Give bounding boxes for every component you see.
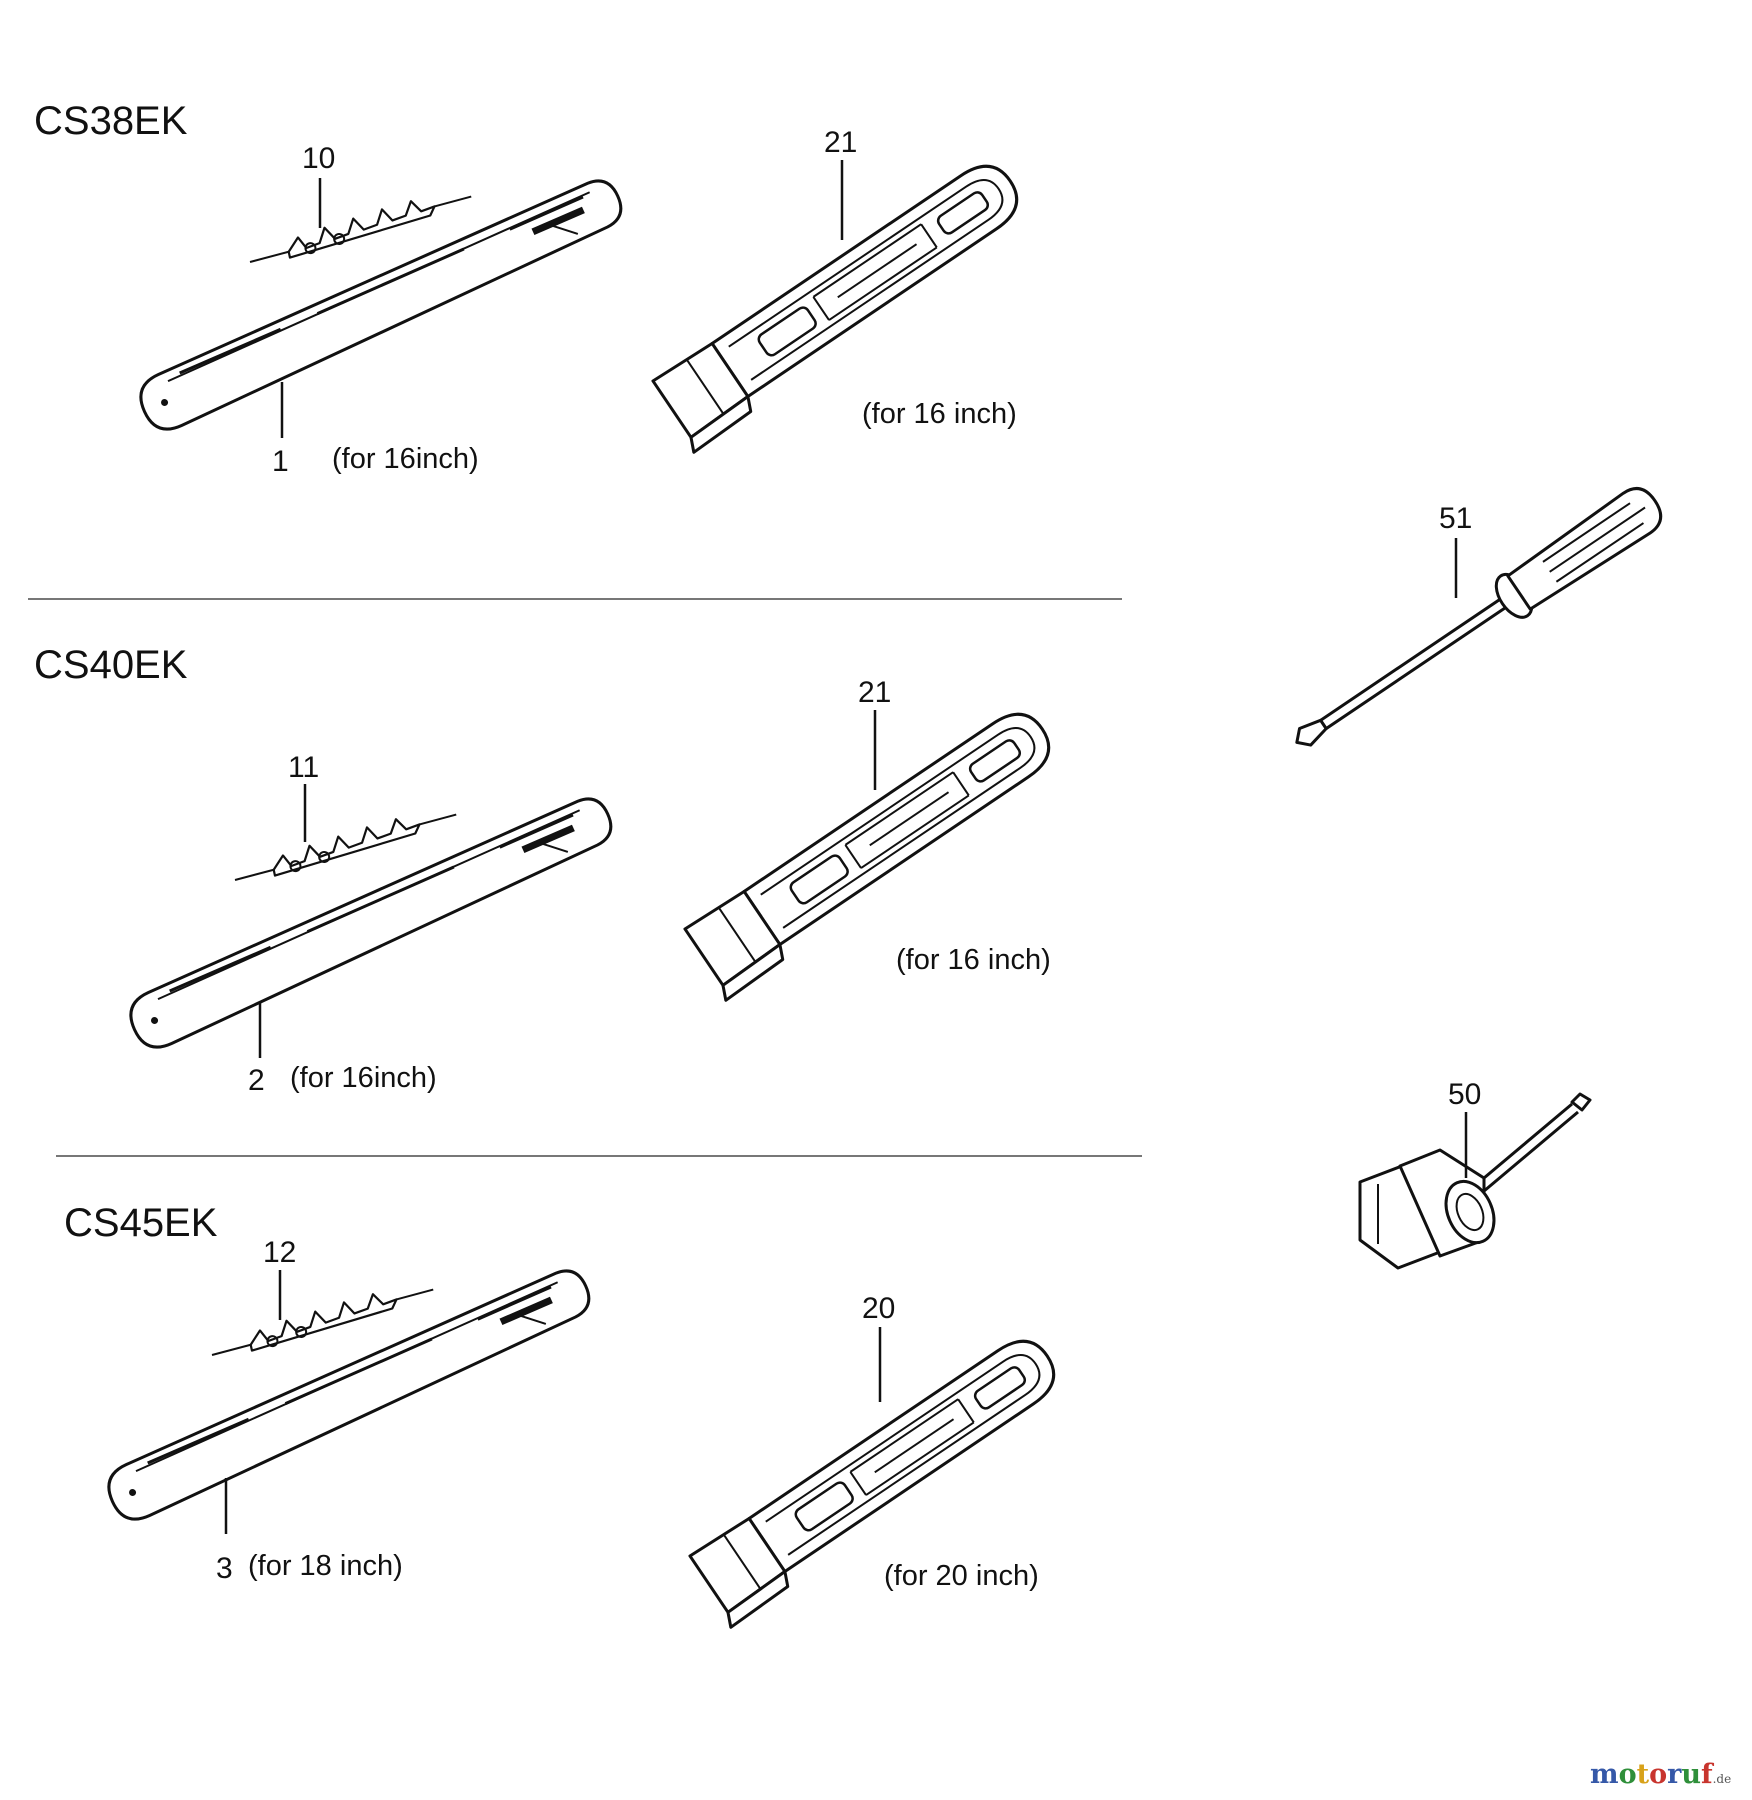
model-label-cs45ek: CS45EK bbox=[64, 1201, 218, 1245]
model-label-cs40ek: CS40EK bbox=[34, 643, 188, 687]
cover-size-note-21-a: (for 16 inch) bbox=[862, 398, 1017, 430]
callout-50: 50 bbox=[1448, 1078, 1481, 1111]
watermark-letter: r bbox=[1667, 1759, 1682, 1790]
watermark-logo: motoruf.de bbox=[1590, 1757, 1740, 1793]
callout-1: 1 bbox=[272, 445, 289, 478]
cover-size-note-20: (for 20 inch) bbox=[884, 1560, 1039, 1592]
bar-size-note-1: (for 16inch) bbox=[332, 443, 479, 475]
callout-21-b: 21 bbox=[858, 676, 891, 709]
callout-51: 51 bbox=[1439, 502, 1472, 535]
callout-20: 20 bbox=[862, 1292, 895, 1325]
callout-2: 2 bbox=[248, 1064, 265, 1097]
model-label-cs38ek: CS38EK bbox=[34, 99, 188, 143]
callout-3: 3 bbox=[216, 1552, 233, 1585]
watermark-letter: t bbox=[1636, 1759, 1650, 1790]
watermark-letter: f bbox=[1700, 1759, 1713, 1790]
guide-bar-2 bbox=[121, 786, 621, 1057]
watermark-letter: o bbox=[1618, 1759, 1637, 1790]
callout-11: 11 bbox=[288, 751, 319, 784]
bar-size-note-3: (for 18 inch) bbox=[248, 1550, 403, 1582]
callout-12: 12 bbox=[263, 1236, 296, 1269]
callout-10: 10 bbox=[302, 142, 335, 175]
watermark-suffix: .de bbox=[1712, 1772, 1732, 1786]
bar-size-note-2: (for 16inch) bbox=[290, 1062, 437, 1094]
callout-21-a: 21 bbox=[824, 126, 857, 159]
guide-bar-3 bbox=[99, 1258, 599, 1529]
watermark-letter: m bbox=[1590, 1759, 1619, 1790]
plug-wrench-50 bbox=[1358, 1092, 1592, 1270]
watermark-letter: u bbox=[1681, 1759, 1701, 1790]
cover-size-note-21-b: (for 16 inch) bbox=[896, 944, 1051, 976]
watermark-letter: o bbox=[1649, 1759, 1668, 1790]
screwdriver-51 bbox=[1295, 487, 1663, 747]
